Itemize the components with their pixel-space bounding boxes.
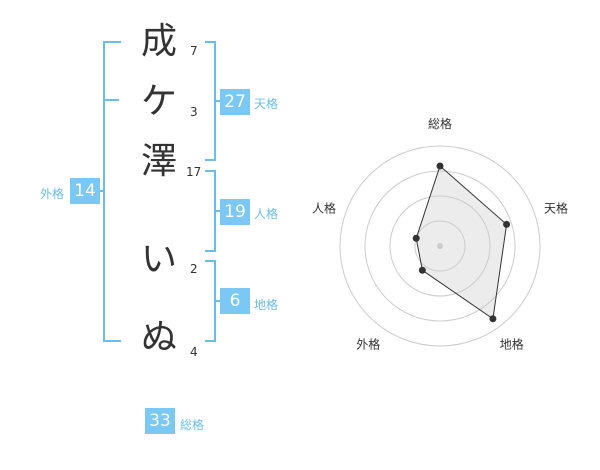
radar-ring-3 <box>364 170 516 322</box>
radar-point-2 <box>503 220 511 228</box>
tenkaku-value: 27 <box>220 89 250 115</box>
radar-ring-2 <box>389 195 491 297</box>
radar-center-dot <box>437 243 443 249</box>
stroke-count-1: 7 <box>190 44 198 58</box>
radar-point-3 <box>489 315 497 323</box>
radar-axis-label-5: 人格 <box>312 200 336 215</box>
name-char-3: 澤 <box>141 141 178 182</box>
radar-axis-label-2: 天格 <box>544 200 568 215</box>
gaikaku-bracket-tick <box>105 99 119 101</box>
chikaku-label: 地格 <box>254 298 279 312</box>
radar-ring-4 <box>339 145 541 347</box>
name-char-5: ぬ <box>141 317 178 358</box>
jinkaku-bracket-connector <box>215 210 221 212</box>
chikaku-bracket-connector <box>215 300 221 302</box>
radar-point-5 <box>412 234 420 242</box>
soukaku-value: 33 <box>145 408 175 434</box>
stroke-count-3: 17 <box>186 165 202 179</box>
name-char-2: ケ <box>141 81 178 122</box>
radar-axis-label-3: 地格 <box>500 337 524 352</box>
gaikaku-value: 14 <box>70 178 100 204</box>
radar-area <box>415 165 508 320</box>
radar-point-4 <box>418 266 426 274</box>
name-char-1: 成 <box>141 21 178 62</box>
radar-axis-label-1: 総格 <box>428 116 452 131</box>
radar-point-1 <box>436 162 444 170</box>
radar-ring-1 <box>414 220 466 272</box>
gaikaku-bracket-connector <box>99 190 104 192</box>
gaikaku-label: 外格 <box>40 187 65 201</box>
tenkaku-bracket-connector <box>215 100 221 102</box>
gaikaku-bracket <box>103 41 121 342</box>
stroke-count-5: 4 <box>190 345 198 359</box>
radar-axis-label-4: 外格 <box>356 337 380 352</box>
stroke-count-2: 3 <box>190 105 198 119</box>
stroke-count-4: 2 <box>190 262 198 276</box>
name-char-4: い <box>141 239 178 280</box>
jinkaku-value: 19 <box>220 199 250 225</box>
tenkaku-label: 天格 <box>254 97 279 111</box>
chikaku-value: 6 <box>220 288 250 314</box>
jinkaku-label: 人格 <box>254 207 279 221</box>
soukaku-label: 総格 <box>180 418 205 432</box>
